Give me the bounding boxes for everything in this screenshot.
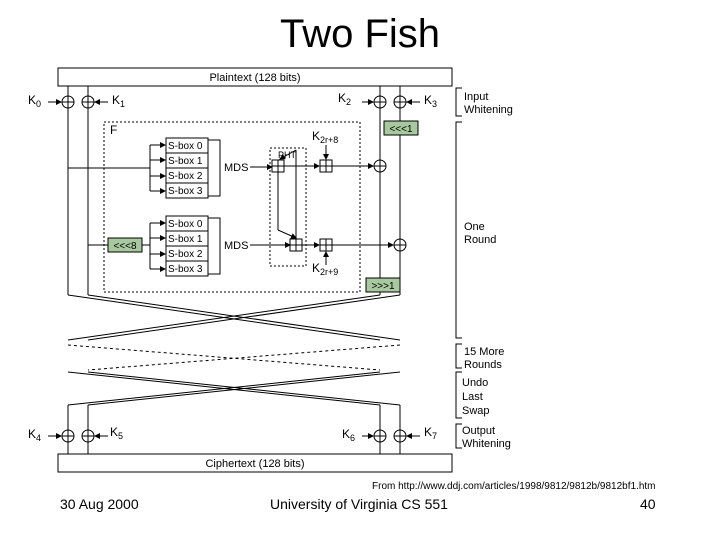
key-labels: K0 K1 K2 K3 K4 K5 K6 K7 K2r+8 K2r+9	[28, 91, 437, 443]
svg-text:K5: K5	[110, 425, 123, 441]
rot-left1-box: <<<1	[383, 120, 419, 136]
svg-text:K2r+9: K2r+9	[312, 261, 338, 277]
k2r8-label: K	[312, 129, 320, 143]
svg-text:K0: K0	[28, 93, 41, 109]
more-rounds-1: 15 More	[464, 346, 504, 358]
input-xors	[61, 95, 407, 109]
svg-text:K2r+8: K2r+8	[312, 129, 338, 145]
k3-sub: 3	[432, 99, 437, 109]
svg-text:K4: K4	[28, 427, 41, 443]
sbox-bottom-0: S-box 0	[168, 219, 203, 230]
right-brackets	[455, 87, 462, 449]
k3-label: K	[424, 93, 432, 107]
k0-sub: 0	[36, 99, 41, 109]
k5-label: K	[110, 425, 118, 439]
one-round-2: Round	[464, 234, 496, 246]
sbox-top-2: S-box 2	[168, 171, 203, 182]
mds-brackets	[208, 139, 291, 275]
footer-date: 30 Aug 2000	[60, 496, 139, 512]
right-labels: Input Whitening One Round 15 More Rounds…	[462, 91, 513, 450]
mds-top-label: MDS	[224, 162, 248, 174]
source-url: From http://www.ddj.com/articles/1998/98…	[372, 481, 656, 492]
svg-text:>>>1: >>>1	[371, 281, 395, 292]
k2-label: K	[338, 91, 346, 105]
f-label: F	[110, 123, 117, 137]
k4-label: K	[28, 427, 36, 441]
one-round-1: One	[464, 221, 485, 233]
pht-wires	[277, 145, 394, 265]
sbox-bottom-3: S-box 3	[168, 264, 203, 275]
sbox-group-top: S-box 0 S-box 1 S-box 2 S-box 3	[165, 137, 209, 199]
svg-text:K6: K6	[342, 427, 355, 443]
f-function-box	[103, 121, 361, 293]
undo-swap-2: Last	[462, 391, 483, 403]
k2r9-label: K	[312, 261, 320, 275]
sbox-inputs	[68, 142, 166, 272]
svg-text:K3: K3	[424, 93, 437, 109]
output-whitening-2: Whitening	[462, 438, 511, 450]
round-xors	[373, 159, 407, 252]
svg-text:<<<8: <<<8	[113, 241, 137, 252]
ciphertext-box: Ciphertext (128 bits)	[57, 453, 453, 473]
k2r9-sub: 2r+9	[320, 267, 338, 277]
output-whitening-1: Output	[462, 425, 495, 437]
k2-sub: 2	[346, 97, 351, 107]
output-xors	[61, 429, 407, 443]
svg-text:K1: K1	[112, 93, 125, 109]
plaintext-label: Plaintext (128 bits)	[209, 72, 300, 84]
undo-swap-3: Swap	[462, 405, 490, 417]
sbox-bottom-1: S-box 1	[168, 234, 203, 245]
input-whitening-1: Input	[464, 91, 488, 103]
undo-swap-1: Undo	[462, 377, 488, 389]
rot-left8-box: <<<8	[107, 237, 143, 253]
sbox-top-0: S-box 0	[168, 141, 203, 152]
footer-course: University of Virginia CS 551	[270, 496, 448, 512]
input-whitening-2: Whitening	[464, 104, 513, 116]
sbox-bottom-2: S-box 2	[168, 249, 203, 260]
pht-box	[269, 147, 307, 267]
svg-text:K2: K2	[338, 91, 351, 107]
rot-right1-box: >>>1	[365, 277, 401, 293]
data-lines	[67, 86, 401, 454]
adders	[271, 159, 333, 252]
plaintext-box: Plaintext (128 bits)	[57, 67, 453, 87]
more-rounds-2: Rounds	[464, 359, 502, 371]
slide-title: Two Fish	[279, 12, 441, 56]
k1-sub: 1	[120, 99, 125, 109]
k4-sub: 4	[36, 433, 41, 443]
sbox-group-bottom: S-box 0 S-box 1 S-box 2 S-box 3	[165, 215, 209, 277]
k7-sub: 7	[432, 431, 437, 441]
key-arrows	[48, 99, 420, 439]
k6-sub: 6	[350, 433, 355, 443]
k0-label: K	[28, 93, 36, 107]
svg-text:<<<1: <<<1	[389, 124, 413, 135]
k1-label: K	[112, 93, 120, 107]
k2r8-sub: 2r+8	[320, 135, 338, 145]
sbox-top-3: S-box 3	[168, 186, 203, 197]
k7-label: K	[424, 425, 432, 439]
ciphertext-label: Ciphertext (128 bits)	[205, 458, 304, 470]
k6-label: K	[342, 427, 350, 441]
page-number: 40	[640, 496, 656, 512]
svg-text:K7: K7	[424, 425, 437, 441]
k5-sub: 5	[118, 431, 123, 441]
mds-bottom-label: MDS	[224, 240, 248, 252]
sbox-top-1: S-box 1	[168, 156, 203, 167]
